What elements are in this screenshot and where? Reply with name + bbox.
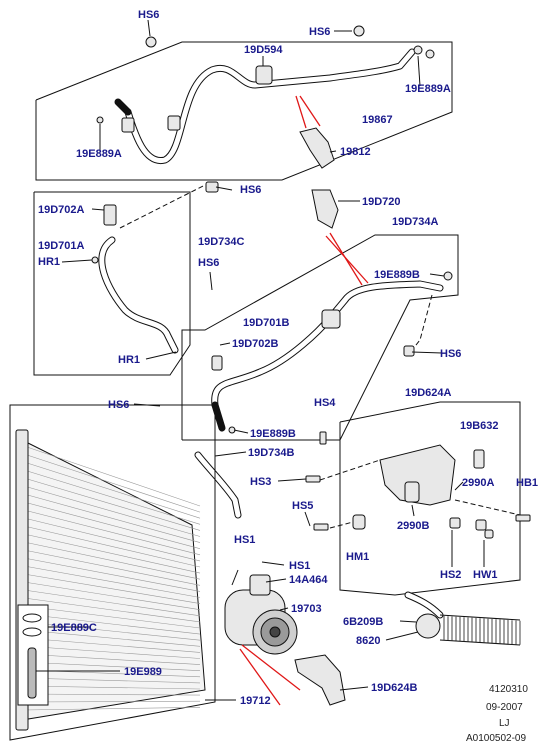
label-19e989: 19E989 <box>124 666 162 678</box>
label-hs1-b: HS1 <box>289 560 310 572</box>
condenser-fin-line <box>23 589 201 617</box>
condenser-fin-line <box>23 501 201 549</box>
condenser-fin-line <box>23 597 201 623</box>
condenser-fin-line <box>23 485 201 537</box>
label-19d701a: 19D701A <box>38 240 85 252</box>
condenser-fin-line <box>23 693 201 696</box>
label-19d734c: 19D734C <box>198 236 245 248</box>
condenser-fin-line <box>23 469 201 525</box>
label-19712: 19712 <box>240 695 271 707</box>
label-19d734a: 19D734A <box>392 216 439 228</box>
label-19812: 19812 <box>340 146 371 158</box>
condenser-fin-line <box>23 645 201 659</box>
label-14a464: 14A464 <box>289 574 328 586</box>
label-19d734b: 19D734B <box>248 447 295 459</box>
hose-19d734b <box>194 451 242 519</box>
condenser-fins <box>23 445 201 711</box>
condenser-fin-line <box>23 581 201 610</box>
condenser-fin-line <box>23 637 201 653</box>
label-19e889b-upper: 19E889B <box>374 269 420 281</box>
belt-teeth <box>443 616 521 645</box>
condenser-fin-line <box>23 445 201 507</box>
condenser-fin-line <box>23 707 201 711</box>
condenser-fin-line <box>23 541 201 580</box>
label-hs5: HS5 <box>292 500 313 512</box>
condenser-fin-line <box>23 533 201 574</box>
top-hose-box <box>35 41 453 181</box>
condenser-fin-line <box>23 629 201 647</box>
label-6b209b: 6B209B <box>343 616 383 628</box>
condenser-fin-line <box>23 565 201 598</box>
condenser-fin-line <box>23 613 201 635</box>
right-hose-box <box>181 234 459 441</box>
compressor-19703 <box>224 574 301 706</box>
label-19e889b-lower: 19E889B <box>250 428 296 440</box>
bracket-19d720 <box>311 189 369 286</box>
label-19867: 19867 <box>362 114 393 126</box>
condenser-fin-line <box>23 685 201 690</box>
label-19d624b: 19D624B <box>371 682 418 694</box>
condenser-fin-line <box>23 700 201 703</box>
diagram-footer: 4120310 09-2007 LJ A0100502-09 <box>466 684 528 744</box>
label-19e889a-right: 19E889A <box>405 83 451 95</box>
condenser-fin-line <box>23 677 201 684</box>
label-hs4: HS4 <box>314 397 336 409</box>
left-hose-box <box>33 181 219 376</box>
condenser-fin-line <box>23 453 201 513</box>
label-hs6-a: HS6 <box>138 9 159 21</box>
top-hose-19867 <box>96 25 435 164</box>
label-8620: 8620 <box>356 635 380 647</box>
condenser-fin-line <box>23 525 201 568</box>
label-19d594: 19D594 <box>244 44 283 56</box>
label-19d702a: 19D702A <box>38 204 85 216</box>
label-19d701b: 19D701B <box>243 317 290 329</box>
condenser-fin-line <box>23 549 201 586</box>
label-hs1-a: HS1 <box>234 534 255 546</box>
condenser-fin-line <box>23 509 201 556</box>
condenser-fin-line <box>23 557 201 592</box>
condenser-fin-line <box>23 653 201 665</box>
label-19d702b: 19D702B <box>232 338 279 350</box>
label-hw1: HW1 <box>473 569 497 581</box>
label-2990a: 2990A <box>462 477 494 489</box>
label-hr1-a: HR1 <box>38 256 60 268</box>
leader-lines <box>36 19 485 701</box>
bracket-19812 <box>295 95 335 169</box>
label-19703: 19703 <box>291 603 322 615</box>
label-19e889c: 19E889C <box>51 622 97 634</box>
label-hr1-b: HR1 <box>118 354 140 366</box>
part-labels: HS6 HS6 19D594 19E889A 19E889A 19867 198… <box>38 9 538 707</box>
condenser-fin-line <box>23 573 201 604</box>
condenser-fin-line <box>23 621 201 641</box>
label-hs6-e: HS6 <box>440 348 461 360</box>
condenser-19712 <box>9 404 216 741</box>
label-hs6-d: HS6 <box>198 257 219 269</box>
condenser-fin-line <box>23 477 201 531</box>
condenser-fin-line <box>23 661 201 671</box>
label-19d720: 19D720 <box>362 196 401 208</box>
condenser-fin-line <box>23 605 201 629</box>
pulley-8620 <box>404 591 521 646</box>
footer-initials: LJ <box>499 718 510 729</box>
condenser-fin-line <box>23 517 201 562</box>
label-hs6-f: HS6 <box>108 399 129 411</box>
label-19b632: 19B632 <box>460 420 499 432</box>
label-hm1: HM1 <box>346 551 369 563</box>
label-hb1: HB1 <box>516 477 538 489</box>
condenser-fin-line <box>23 461 201 519</box>
condenser-fin-line <box>23 493 201 543</box>
footer-doc-id: A0100502-09 <box>466 733 526 744</box>
label-hs2: HS2 <box>440 569 461 581</box>
label-hs3: HS3 <box>250 476 271 488</box>
label-2990b: 2990B <box>397 520 429 532</box>
footer-ref-number: 4120310 <box>489 684 528 695</box>
label-hs6-b: HS6 <box>309 26 330 38</box>
label-19d624a: 19D624A <box>405 387 452 399</box>
footer-date: 09-2007 <box>486 702 523 713</box>
label-19e889a-left: 19E889A <box>76 148 122 160</box>
label-hs6-c: HS6 <box>240 184 261 196</box>
bracket-19d624b <box>294 654 346 706</box>
